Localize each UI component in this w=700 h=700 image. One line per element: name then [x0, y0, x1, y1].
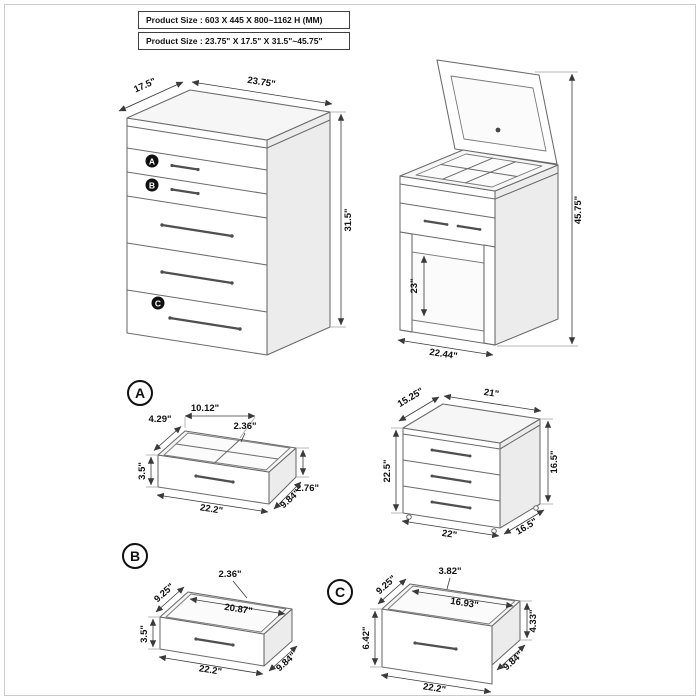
cabinet-view: 15.25" 21" 22.5" 16.5" 22" 16.5" — [382, 386, 560, 541]
dim-a-divider: 2.36" — [234, 421, 257, 432]
chest-closed-view: A B C 17.5" 23.75" 31.5" — [118, 75, 354, 356]
drawer-b-detail-view: B 2.36" 9.25" 20.87" 3.5" 22.2" 9.84" — [122, 543, 299, 678]
drawer-marker-c-text: C — [155, 299, 161, 309]
dim-c-front-height: 6.42" — [361, 627, 372, 650]
dim-b-front-height: 3.5" — [139, 625, 150, 643]
dim-chest-height: 31.5" — [343, 209, 354, 232]
drawer-a-detail-view: A 10.12" 4.29" 2.36" 3.5" 2.76 — [127, 380, 319, 517]
dim-cab-top-depth: 15.25" — [396, 386, 426, 410]
dim-vanity-bottom-width: 22.44" — [429, 347, 459, 362]
dim-cab-right-height: 16.5" — [549, 451, 560, 474]
cabinet-handles — [430, 448, 472, 510]
drawer-c-detail-view: C 3.82" 9.25" 16.93" 6.42" 4.33" 22.2" — [327, 566, 539, 696]
section-label-a-text: A — [135, 385, 145, 401]
product-size-mm: Product Size : 603 X 445 X 800~1162 H (M… — [138, 11, 350, 29]
dim-chest-depth: 17.5" — [132, 76, 157, 95]
dim-a-compartment-length: 10.12" — [191, 403, 219, 414]
dim-a-front-width: 22.2" — [199, 502, 223, 516]
section-label-c: C — [327, 579, 353, 605]
section-label-c-text: C — [335, 584, 345, 600]
dim-a-front-height: 3.5" — [137, 462, 148, 480]
kneehole-back-wall — [411, 251, 485, 332]
section-label-a: A — [127, 380, 153, 406]
section-label-b-text: B — [130, 548, 140, 564]
section-label-b: B — [122, 543, 148, 569]
dim-c-inner-depth: 9.25" — [374, 573, 398, 597]
dim-b-inner-length: 20.87" — [224, 602, 254, 617]
lid-touch-button — [495, 127, 501, 133]
dim-a-left-compartment: 4.29" — [149, 414, 172, 425]
dim-cab-top-width: 21" — [483, 387, 500, 400]
dim-cab-left-height: 22.5" — [382, 460, 393, 483]
dim-b-front-width: 22.2" — [198, 663, 222, 677]
product-size-inches: Product Size : 23.75" X 17.5" X 31.5"~45… — [138, 32, 350, 50]
dim-cab-bottom-depth: 16.5" — [514, 516, 539, 537]
dim-c-front-width: 22.2" — [422, 681, 446, 695]
dim-vanity-knee-height: 23" — [409, 278, 420, 293]
drawer-handles — [160, 163, 242, 331]
drawer-marker-a: A — [145, 154, 159, 168]
vanity-drawer-handles — [423, 219, 482, 231]
dim-c-side-height: 4.33" — [528, 610, 539, 633]
dim-c-inner-length: 16.93" — [450, 596, 480, 611]
dim-chest-width: 23.75" — [247, 75, 277, 90]
drawer-marker-a-text: A — [149, 157, 155, 167]
drawer-marker-c: C — [151, 296, 165, 310]
dim-a-side-height: 2.76" — [296, 483, 319, 494]
vanity-open-view: 45.75" 23" 22.44" — [397, 59, 584, 362]
dim-cab-bottom-width: 22" — [441, 528, 458, 541]
drawer-marker-b-text: B — [149, 181, 155, 191]
dim-vanity-total-height: 45.75" — [573, 196, 584, 224]
vanity-mirror — [450, 75, 547, 152]
dim-c-rim: 3.82" — [439, 566, 462, 577]
dim-b-inner-depth: 9.25" — [152, 581, 176, 605]
dim-b-rim: 2.36" — [219, 569, 242, 580]
drawer-marker-b: B — [145, 178, 159, 192]
product-size-labels: Product Size : 603 X 445 X 800~1162 H (M… — [138, 11, 350, 53]
